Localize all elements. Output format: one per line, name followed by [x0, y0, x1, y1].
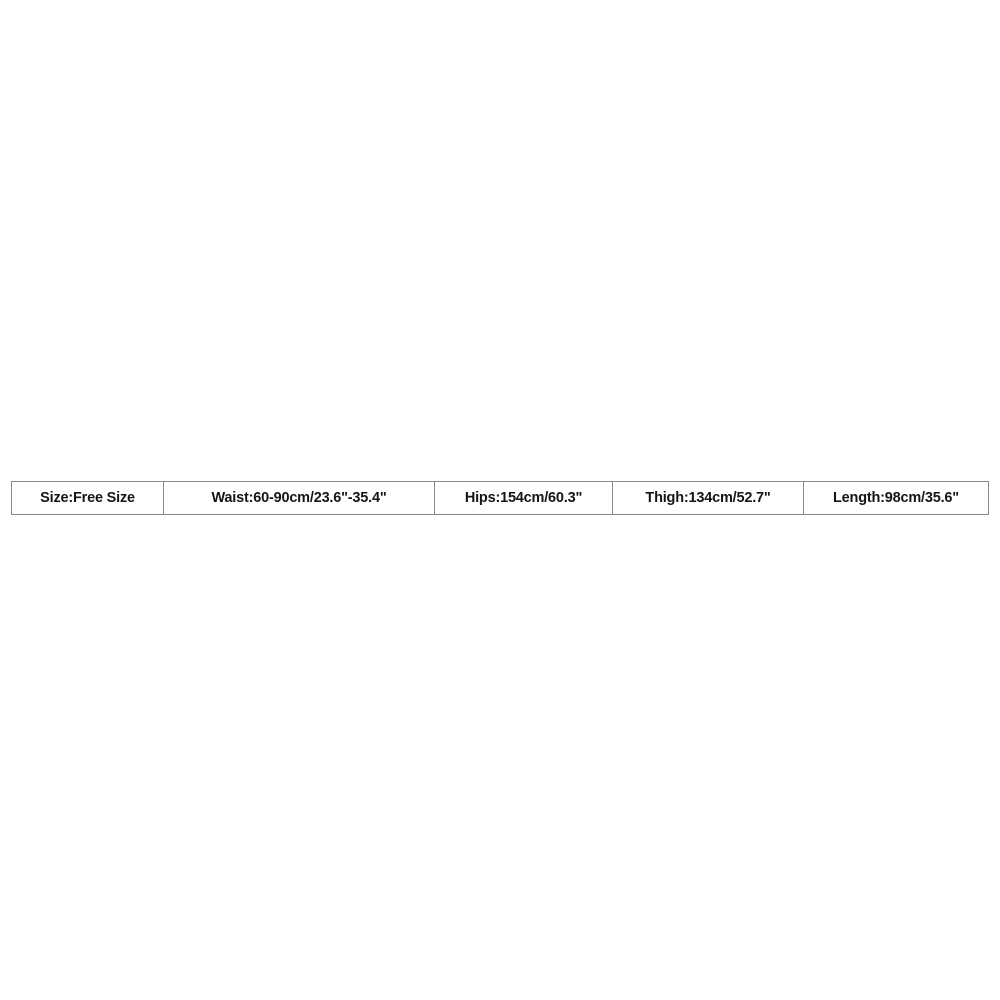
size-chart-container: Size:Free Size Waist:60-90cm/23.6"-35.4"… [11, 481, 989, 515]
cell-hips: Hips:154cm/60.3" [434, 481, 613, 515]
cell-size: Size:Free Size [11, 481, 164, 515]
cell-thigh: Thigh:134cm/52.7" [612, 481, 804, 515]
cell-waist: Waist:60-90cm/23.6"-35.4" [163, 481, 435, 515]
size-chart-table: Size:Free Size Waist:60-90cm/23.6"-35.4"… [11, 481, 989, 515]
cell-length: Length:98cm/35.6" [803, 481, 989, 515]
table-row: Size:Free Size Waist:60-90cm/23.6"-35.4"… [11, 481, 989, 515]
